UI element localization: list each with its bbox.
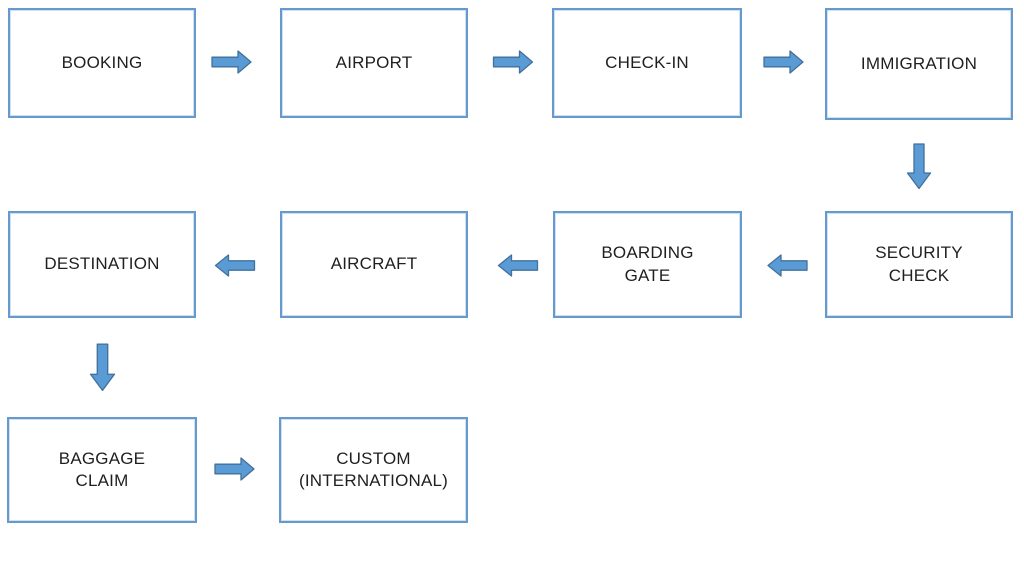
flow-arrow-destination-to-baggage-claim <box>89 343 116 392</box>
flow-arrow-immigration-to-security-check <box>906 143 932 190</box>
flow-arrow-boarding-gate-to-aircraft <box>497 254 539 277</box>
node-baggage-claim: BAGGAGE CLAIM <box>7 417 197 523</box>
node-booking: BOOKING <box>8 8 196 118</box>
flow-arrow-aircraft-to-destination <box>214 254 256 277</box>
node-boarding-gate: BOARDING GATE <box>553 211 742 318</box>
node-destination: DESTINATION <box>8 211 196 318</box>
node-label: AIRCRAFT <box>330 254 418 274</box>
node-immigration: IMMIGRATION <box>825 8 1013 120</box>
node-airport: AIRPORT <box>280 8 468 118</box>
node-label: DESTINATION <box>44 254 160 274</box>
node-custom-international: CUSTOM (INTERNATIONAL) <box>279 417 468 523</box>
node-label: BOARDING GATE <box>601 243 694 285</box>
flow-arrow-check-in-to-immigration <box>763 50 804 74</box>
node-label: CUSTOM (INTERNATIONAL) <box>298 448 449 490</box>
node-label: BAGGAGE CLAIM <box>58 448 146 490</box>
flow-arrow-airport-to-check-in <box>492 50 534 74</box>
node-label: SECURITY CHECK <box>875 243 963 285</box>
node-label: AIRPORT <box>335 52 413 72</box>
node-label: CHECK-IN <box>605 52 689 72</box>
node-check-in: CHECK-IN <box>552 8 742 118</box>
node-label: BOOKING <box>61 52 143 72</box>
flow-arrow-baggage-claim-to-custom <box>214 457 255 481</box>
node-label: IMMIGRATION <box>860 53 978 73</box>
flow-arrow-booking-to-airport <box>211 50 252 74</box>
flow-arrow-security-check-to-boarding-gate <box>767 254 808 277</box>
node-aircraft: AIRCRAFT <box>280 211 468 318</box>
node-security-check: SECURITY CHECK <box>825 211 1013 318</box>
